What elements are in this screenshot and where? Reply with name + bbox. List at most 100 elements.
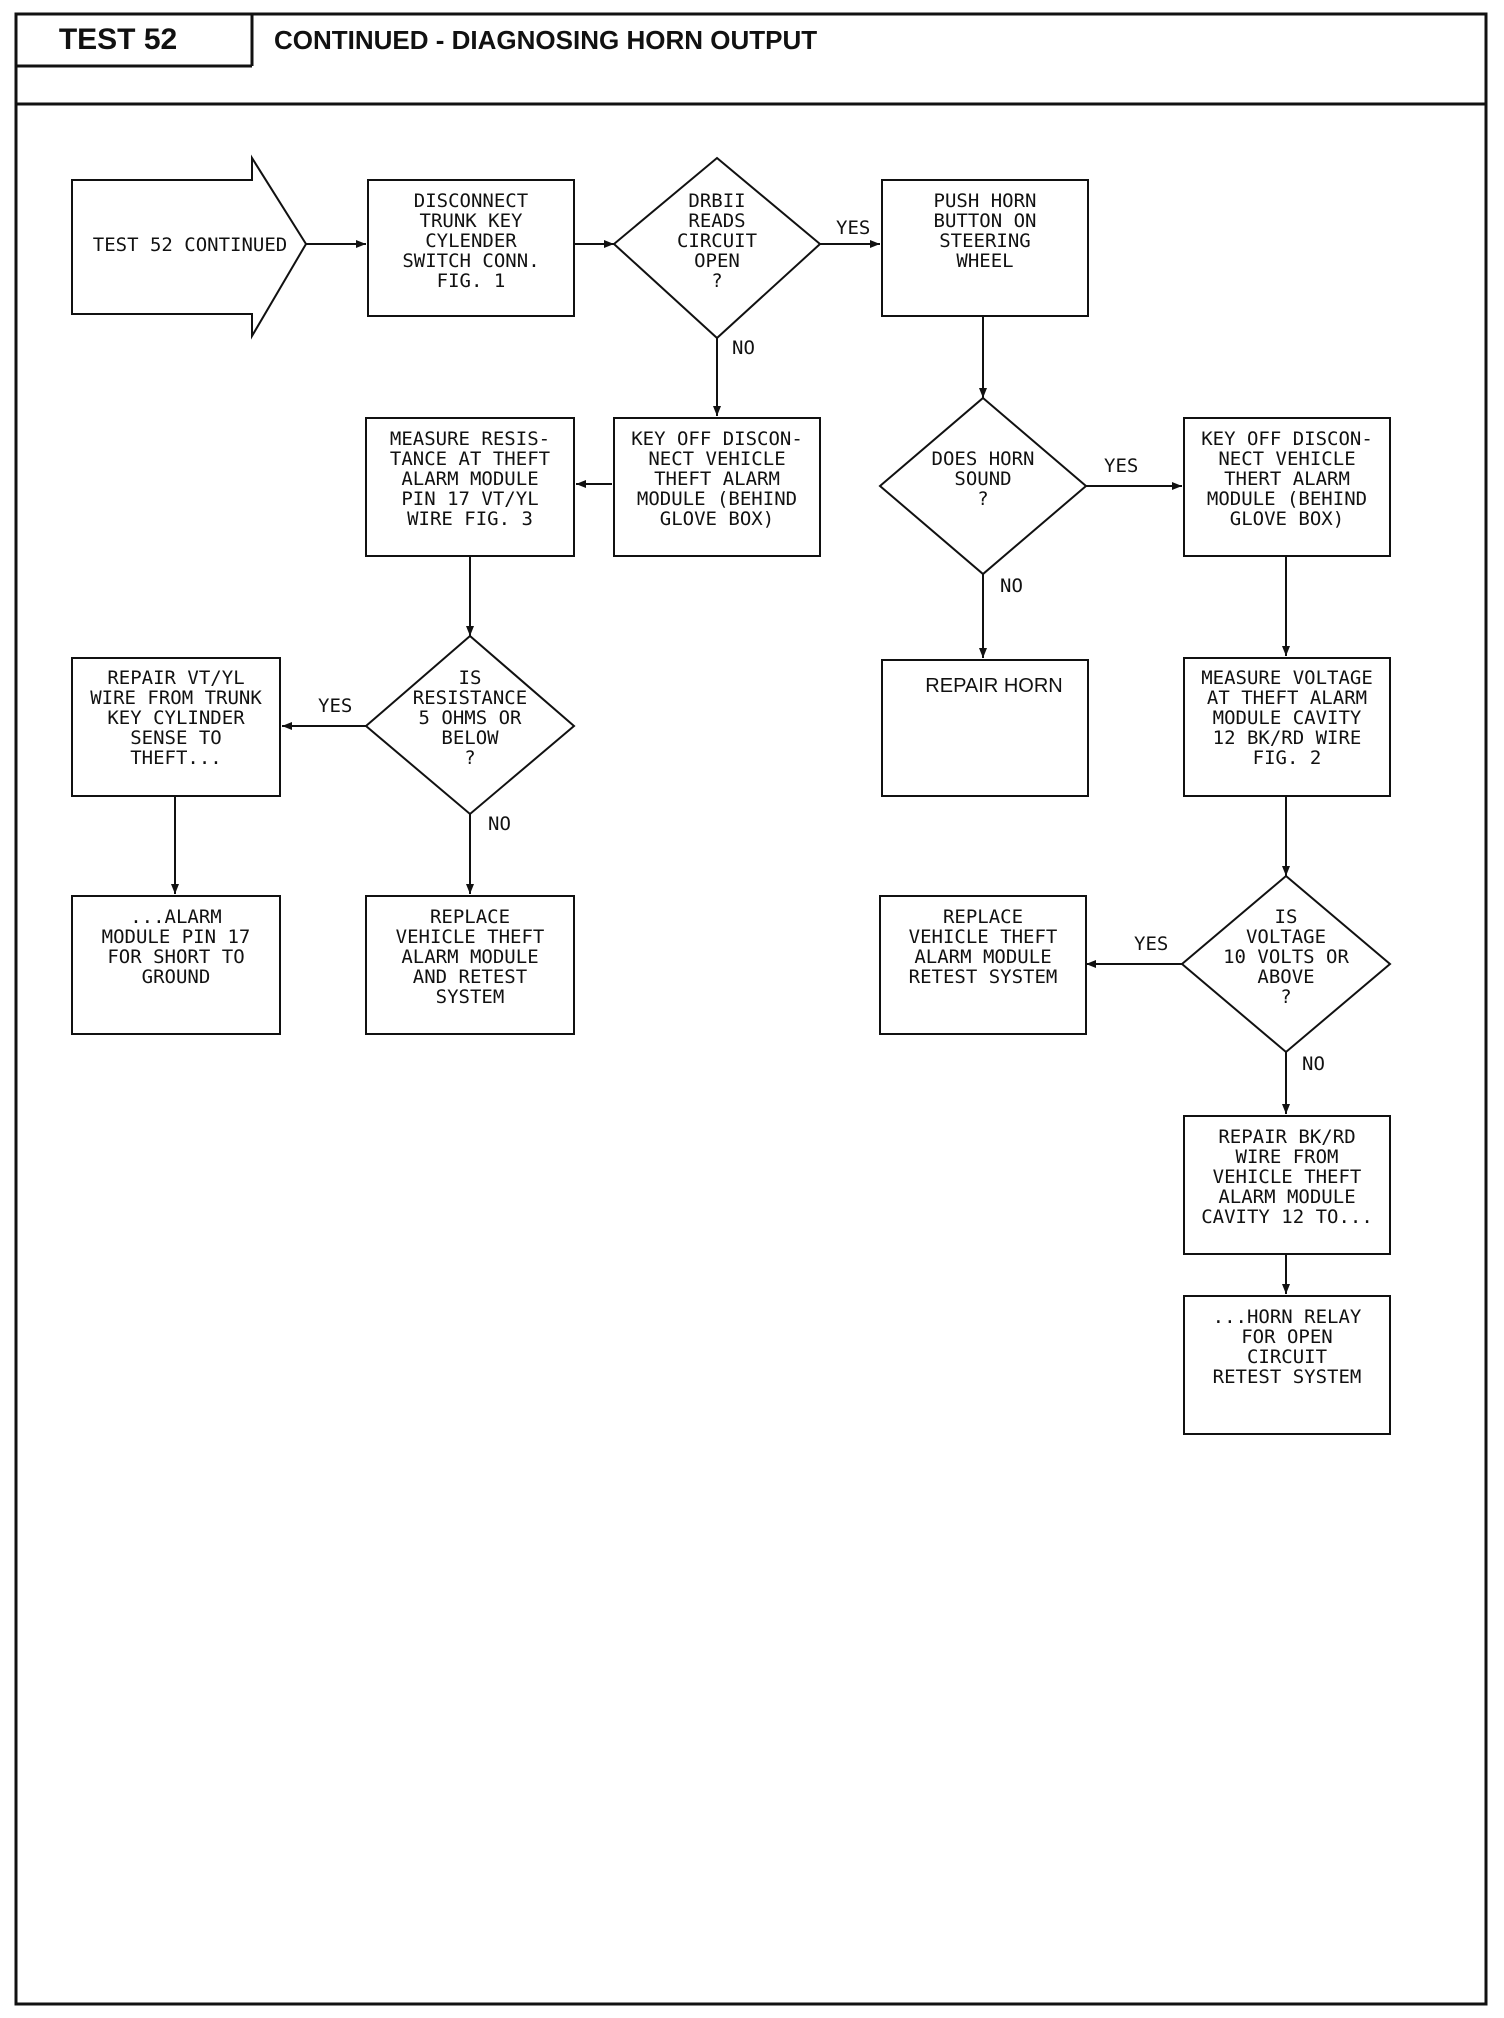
horn-yes-label: YES	[1104, 455, 1138, 477]
node-label-replace-module-left: REPLACE	[430, 906, 510, 928]
box-replace-module-right	[879, 895, 1087, 1035]
node-label-push-horn: STEERING	[939, 230, 1031, 252]
node-label-is-resistance: RESISTANCE	[413, 687, 527, 709]
node-label-is-voltage: ABOVE	[1257, 966, 1314, 988]
node-label-push-horn: BUTTON ON	[934, 210, 1037, 232]
node-label-key-off-right: GLOVE BOX)	[1230, 508, 1344, 530]
diamond-is-voltage	[1180, 874, 1392, 1054]
node-label-repair-vtyl: THEFT...	[130, 747, 222, 769]
resistance-yes-label: YES	[318, 695, 352, 717]
node-label-disconnect-trunk: DISCONNECT	[414, 190, 528, 212]
box-repair-horn	[881, 659, 1089, 797]
node-label-push-horn: WHEEL	[956, 250, 1013, 272]
node-label-replace-module-left: AND RETEST	[413, 966, 527, 988]
node-label-repair-bkrd: WIRE FROM	[1236, 1146, 1339, 1168]
node-label-measure-resistance: WIRE FIG. 3	[407, 508, 533, 530]
node-label-key-off-left: KEY OFF DISCON-	[631, 428, 803, 450]
node-label-repair-bkrd: ALARM MODULE	[1218, 1186, 1355, 1208]
node-label-replace-module-right: RETEST SYSTEM	[909, 966, 1058, 988]
box-repair-bkrd	[1183, 1115, 1391, 1255]
node-label-horn-sound: SOUND	[954, 468, 1011, 490]
node-label-is-voltage: 10 VOLTS OR	[1223, 946, 1349, 968]
node-label-replace-module-right: REPLACE	[943, 906, 1023, 928]
node-label-disconnect-trunk: TRUNK KEY	[420, 210, 524, 232]
node-label-repair-bkrd: REPAIR BK/RD	[1218, 1126, 1355, 1148]
box-horn-relay	[1183, 1295, 1391, 1435]
node-label-key-off-right: NECT VEHICLE	[1218, 448, 1355, 470]
header-band: TEST 52 CONTINUED - DIAGNOSING HORN OUTP…	[14, 12, 1488, 2006]
node-label-alarm-pin17: FOR SHORT TO	[107, 946, 244, 968]
node-label-is-resistance: BELOW	[441, 727, 499, 749]
node-label-measure-resistance: MEASURE RESIS-	[390, 428, 550, 450]
box-replace-module-left	[365, 895, 575, 1035]
node-label-measure-resistance: ALARM MODULE	[401, 468, 538, 490]
node-label-repair-bkrd: VEHICLE THEFT	[1213, 1166, 1362, 1188]
node-label-replace-module-left: SYSTEM	[436, 986, 505, 1008]
node-label-horn-sound: DOES HORN	[932, 448, 1035, 470]
node-label-drbii-open: DRBII	[688, 190, 745, 212]
drbii-no-label: NO	[732, 337, 755, 359]
node-label-key-off-right: MODULE (BEHIND	[1207, 488, 1367, 510]
start-node: TEST 52 CONTINUED	[71, 154, 308, 340]
node-label-repair-vtyl: WIRE FROM TRUNK	[90, 687, 262, 709]
node-label-repair-horn: REPAIR HORN	[925, 675, 1062, 697]
node-label-replace-module-left: VEHICLE THEFT	[396, 926, 545, 948]
decision-diamonds	[364, 156, 1392, 1054]
box-key-off-left	[613, 417, 821, 557]
drbii-yes-label: YES	[836, 217, 870, 239]
node-label-replace-module-left: ALARM MODULE	[401, 946, 538, 968]
node-label-horn-relay: FOR OPEN	[1241, 1326, 1333, 1348]
node-label-is-resistance: 5 OHMS OR	[419, 707, 523, 729]
node-label-alarm-pin17: MODULE PIN 17	[102, 926, 251, 948]
node-label-repair-bkrd: CAVITY 12 TO...	[1201, 1206, 1373, 1228]
box-push-horn	[881, 179, 1089, 317]
process-boxes	[71, 179, 1391, 1435]
voltage-yes-label: YES	[1134, 933, 1168, 955]
horn-no-label: NO	[1000, 575, 1023, 597]
node-label-is-voltage: IS	[1275, 906, 1298, 928]
edge-labels: YES NO YES NO YES NO YES NO	[318, 217, 1325, 1075]
node-label-is-voltage: ?	[1280, 986, 1291, 1008]
node-label-key-off-right: KEY OFF DISCON-	[1201, 428, 1373, 450]
node-label-horn-sound: ?	[977, 488, 988, 510]
node-label-disconnect-trunk: SWITCH CONN.	[402, 250, 539, 272]
node-label-measure-resistance: PIN 17 VT/YL	[401, 488, 538, 510]
node-label-drbii-open: READS	[688, 210, 745, 232]
node-label-horn-relay: ...HORN RELAY	[1213, 1306, 1362, 1328]
node-label-key-off-left: MODULE (BEHIND	[637, 488, 797, 510]
node-label-alarm-pin17: GROUND	[142, 966, 211, 988]
node-label-measure-voltage: FIG. 2	[1253, 747, 1322, 769]
box-measure-voltage	[1183, 657, 1391, 797]
node-label-alarm-pin17: ...ALARM	[130, 906, 222, 928]
node-label-replace-module-right: VEHICLE THEFT	[909, 926, 1058, 948]
box-disconnect-trunk	[367, 179, 575, 317]
node-label-drbii-open: ?	[711, 270, 722, 292]
node-label-repair-vtyl: REPAIR VT/YL	[107, 667, 244, 689]
diamond-horn-sound	[878, 396, 1088, 576]
node-label-key-off-right: THERT ALARM	[1224, 468, 1350, 490]
voltage-no-label: NO	[1302, 1053, 1325, 1075]
node-label-drbii-open: OPEN	[694, 250, 740, 272]
resistance-no-label: NO	[488, 813, 511, 835]
node-label-measure-voltage: MEASURE VOLTAGE	[1201, 667, 1373, 689]
test-number-label: TEST 52	[59, 23, 177, 56]
start-node-label: TEST 52 CONTINUED	[93, 234, 287, 256]
node-label-disconnect-trunk: CYLENDER	[425, 230, 517, 252]
node-label-disconnect-trunk: FIG. 1	[437, 270, 506, 292]
box-alarm-pin17	[71, 895, 281, 1035]
node-label-replace-module-right: ALARM MODULE	[914, 946, 1051, 968]
node-label-measure-voltage: MODULE CAVITY	[1213, 707, 1362, 729]
diamond-drbii-open	[612, 156, 822, 340]
node-label-horn-relay: RETEST SYSTEM	[1213, 1366, 1362, 1388]
connectors	[171, 240, 1290, 1294]
node-label-is-voltage: VOLTAGE	[1246, 926, 1326, 948]
node-label-measure-voltage: AT THEFT ALARM	[1207, 687, 1367, 709]
page-title: CONTINUED - DIAGNOSING HORN OUTPUT	[274, 25, 817, 55]
node-label-is-resistance: ?	[464, 747, 475, 769]
node-label-horn-relay: CIRCUIT	[1247, 1346, 1327, 1368]
box-repair-vtyl	[71, 657, 281, 797]
node-label-push-horn: PUSH HORN	[934, 190, 1037, 212]
